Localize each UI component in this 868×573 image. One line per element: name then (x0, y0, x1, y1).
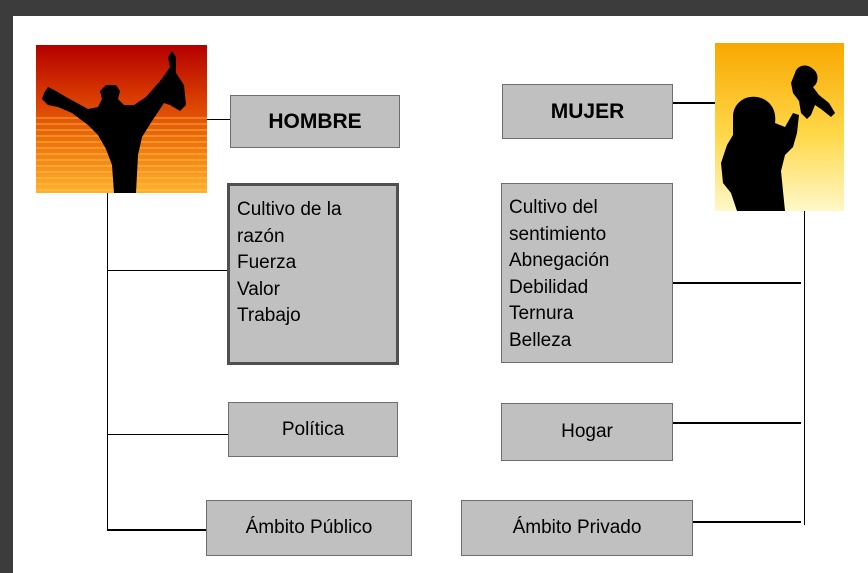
mujer-trait: Abnegación (509, 250, 610, 271)
woman-to-traits-connector (673, 282, 801, 284)
hombre-title-box: HOMBRE (230, 95, 400, 148)
mujer-sphere-box: Ámbito Privado (461, 500, 693, 556)
hombre-trait: Cultivo de la (237, 199, 342, 220)
man-to-traits-connector (107, 270, 227, 271)
man-silhouette-image (36, 45, 207, 193)
man-vertical-connector (107, 193, 108, 529)
mujer-trait: Belleza (509, 329, 572, 351)
hombre-activity-box: Política (228, 402, 398, 457)
hombre-trait: Valor (237, 278, 280, 300)
woman-vertical-connector (804, 211, 805, 525)
mujer-trait: Cultivo del (509, 197, 598, 218)
hombre-trait: razón (237, 225, 285, 247)
woman-to-activity-connector (673, 422, 801, 424)
hombre-trait: Fuerza (237, 252, 297, 273)
woman-to-sphere-connector (693, 521, 801, 523)
mujer-traits-box: Cultivo del sentimiento Abnegación Debil… (501, 183, 673, 363)
hombre-trait: Trabajo (237, 305, 301, 326)
man-to-activity-connector (107, 434, 228, 435)
man-to-title-connector (207, 119, 230, 120)
mujer-trait: Debilidad (509, 276, 589, 298)
mujer-title-box: MUJER (502, 84, 673, 139)
mother-baby-silhouette-image (715, 43, 844, 211)
mujer-activity-box: Hogar (501, 403, 673, 461)
diagram-canvas: HOMBRE Cultivo de la razón Fuerza Valor … (13, 16, 868, 573)
hombre-traits-box: Cultivo de la razón Fuerza Valor Trabajo (227, 183, 399, 365)
woman-to-title-connector (673, 102, 715, 104)
mujer-trait: Ternura (509, 303, 574, 324)
mujer-trait: sentimiento (509, 223, 607, 245)
man-to-sphere-connector (107, 529, 206, 531)
hombre-sphere-box: Ámbito Público (206, 500, 412, 556)
